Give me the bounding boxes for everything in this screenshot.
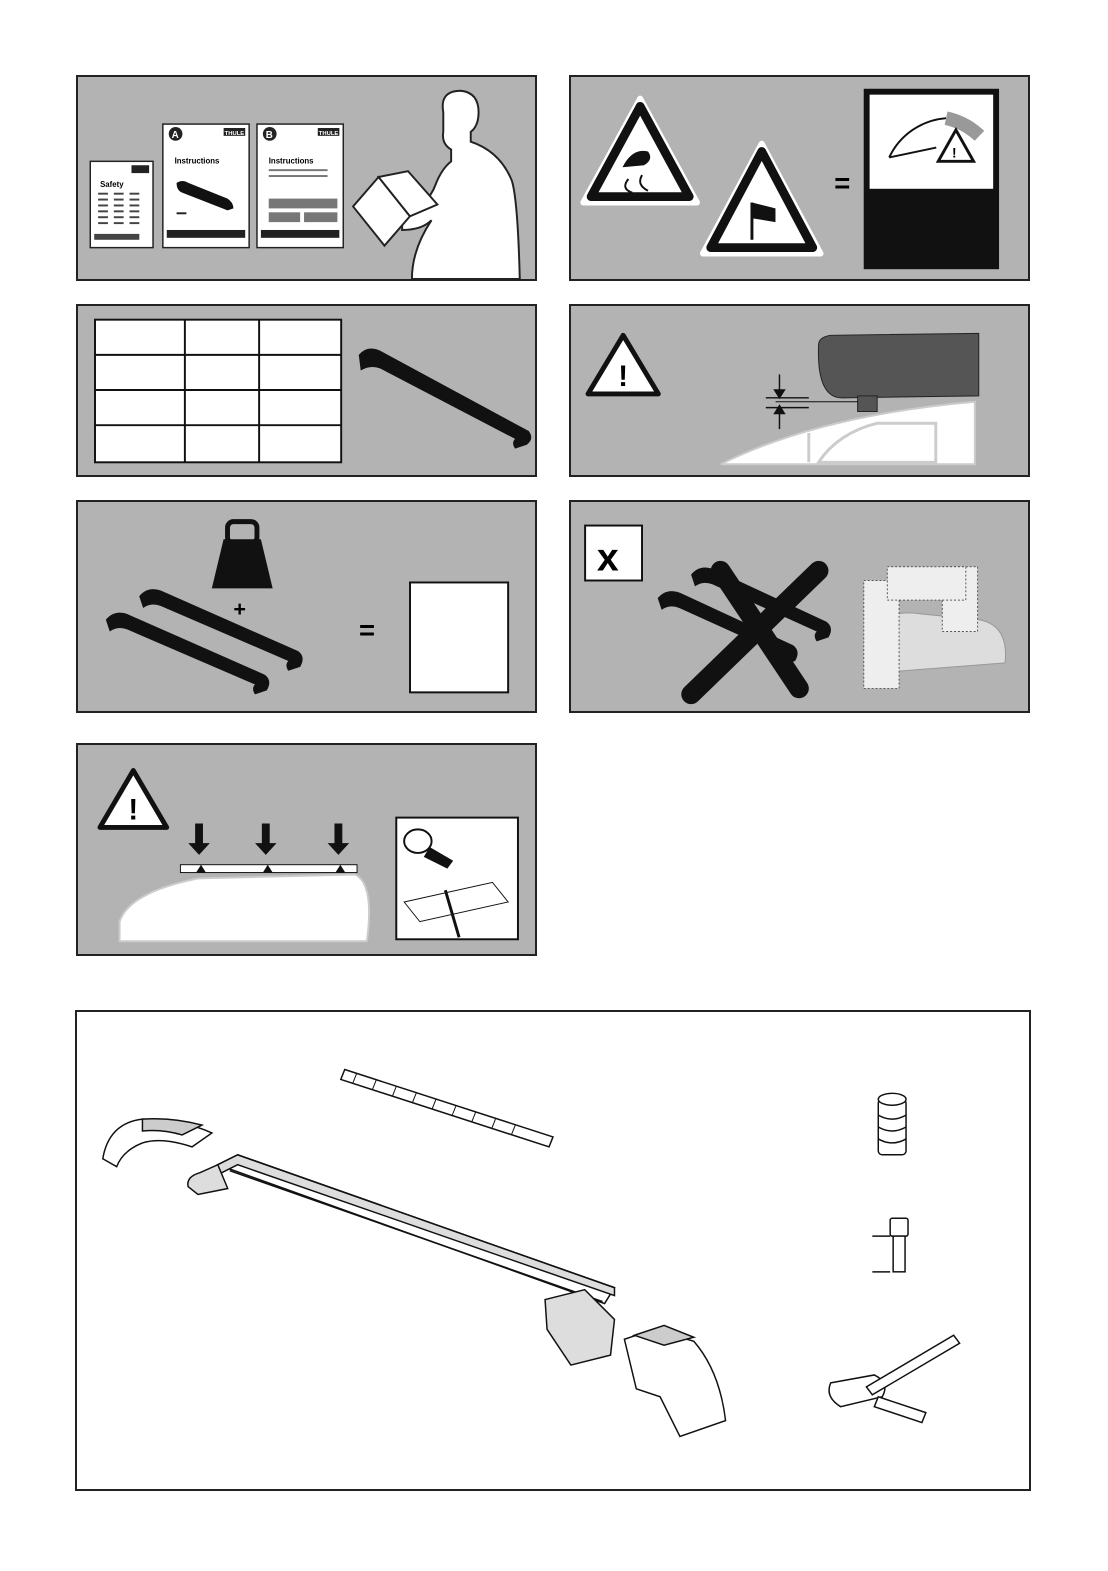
clearance-illustration: ! <box>571 306 1028 475</box>
weight-icon <box>212 522 273 589</box>
bolt-part <box>872 1218 908 1272</box>
fit-table-illustration <box>78 306 535 475</box>
load-illustration: + = <box>78 502 535 711</box>
car-profile <box>120 875 370 942</box>
roof-box <box>818 333 978 397</box>
no-mark: x <box>597 536 619 580</box>
manual-b-title: Instructions <box>269 156 314 165</box>
panel-clearance: ! <box>569 304 1030 477</box>
lock-cylinder-part <box>878 1093 906 1154</box>
speedometer-icon: ! <box>864 89 999 269</box>
read-instructions-illustration: Safety A THULE Instructions <box>78 77 535 279</box>
equals-sign: = <box>359 614 375 645</box>
speed-warning-mark: ! <box>952 145 957 160</box>
equals-sign: = <box>834 168 850 199</box>
panel-read-instructions: Safety A THULE Instructions <box>76 75 537 281</box>
fit-table <box>95 320 341 463</box>
warning-triangle-icon: ! <box>588 335 658 394</box>
manual-b-letter: B <box>266 130 273 141</box>
panel-fit-table <box>76 304 537 477</box>
manual-b-logo: THULE <box>319 131 339 137</box>
panel-load: + = <box>76 500 537 713</box>
long-load-illustration: ! <box>78 745 535 954</box>
safety-booklet-title: Safety <box>100 180 124 189</box>
manual-a-logo: THULE <box>225 131 245 137</box>
crossbar-part <box>188 1155 615 1365</box>
plus-sign: + <box>233 596 246 621</box>
panel-long-load: ! <box>76 743 537 956</box>
end-cap-part <box>103 1119 212 1167</box>
person-reading <box>353 91 520 279</box>
no-carwash-illustration: x <box>571 502 1028 711</box>
arrow-down-icon <box>188 823 349 854</box>
panel-weather-speed: = ! <box>569 75 1030 281</box>
roof-bars-pair <box>106 589 303 694</box>
safety-booklet: Safety <box>90 161 153 247</box>
slippery-road-icon <box>583 99 697 203</box>
panel-no-carwash: x <box>569 500 1030 713</box>
parts-overview-illustration <box>77 1012 1029 1489</box>
foot-cover-part <box>624 1325 725 1436</box>
car-wash-brushes <box>864 567 1006 689</box>
weather-speed-illustration: = ! <box>571 77 1028 279</box>
warning-triangle-icon: ! <box>100 771 167 828</box>
manual-a: A THULE Instructions <box>163 124 249 248</box>
parts-overview <box>75 1010 1031 1491</box>
load-result-box <box>410 582 508 692</box>
strap-detail <box>396 818 518 940</box>
manual-b: B THULE Instructions <box>257 124 343 248</box>
allen-key-part <box>829 1335 960 1422</box>
windsock-icon <box>703 144 821 254</box>
rubber-strip-part <box>341 1070 553 1147</box>
warning-mark: ! <box>618 360 628 393</box>
manual-a-title: Instructions <box>175 156 220 165</box>
roof-bar <box>359 348 531 448</box>
warning-mark: ! <box>128 794 138 827</box>
manual-a-letter: A <box>172 130 179 141</box>
